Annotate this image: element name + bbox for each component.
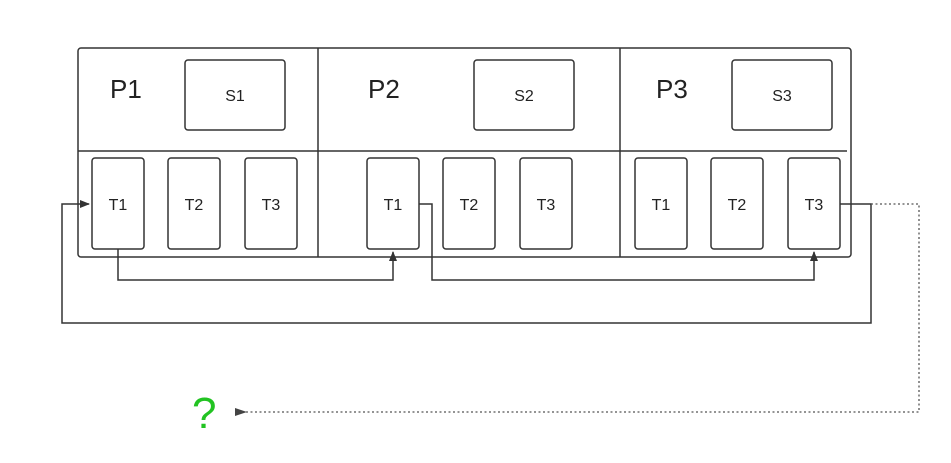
thread-label: T1 xyxy=(652,197,671,214)
thread-label: T1 xyxy=(109,197,128,214)
thread-box xyxy=(710,157,764,250)
connector-p2t1-to-p3t3 xyxy=(419,203,818,281)
segment-label: S3 xyxy=(772,88,792,105)
partition-p2: P2 S2 T1 T2 T3 xyxy=(366,59,575,250)
connector-dotted-to-unknown xyxy=(235,203,920,416)
thread-box xyxy=(442,157,496,250)
segment-box xyxy=(184,59,286,131)
thread-label: T2 xyxy=(185,197,204,214)
thread-box xyxy=(519,157,573,250)
thread-label: T2 xyxy=(460,197,479,214)
connector-p1t1-to-p2t1 xyxy=(117,249,397,281)
partition-label: P1 xyxy=(110,74,142,104)
partition-label: P3 xyxy=(656,74,688,104)
segment-box xyxy=(473,59,575,131)
thread-label: T3 xyxy=(805,197,824,214)
segment-box xyxy=(731,59,833,131)
segment-label: S2 xyxy=(514,88,534,105)
thread-label: T2 xyxy=(728,197,747,214)
segment-label: S1 xyxy=(225,88,245,105)
thread-box xyxy=(244,157,298,250)
thread-box xyxy=(167,157,221,250)
connector-p3t3-loop-to-p1t1 xyxy=(61,200,872,324)
partition-p1: P1 S1 T1 T2 T3 xyxy=(91,59,298,250)
thread-box xyxy=(634,157,688,250)
partition-p3: P3 S3 T1 T2 T3 xyxy=(634,59,841,250)
thread-label: T3 xyxy=(537,197,556,214)
partition-label: P2 xyxy=(368,74,400,104)
thread-label: T3 xyxy=(262,197,281,214)
unknown-destination-label: ? xyxy=(192,389,216,438)
thread-label: T1 xyxy=(384,197,403,214)
